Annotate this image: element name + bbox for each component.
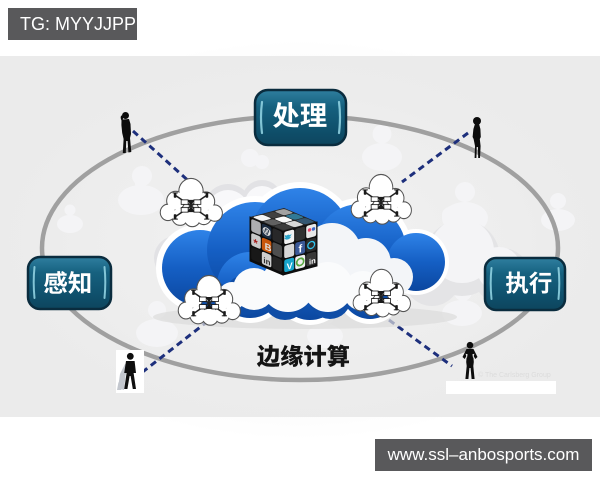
svg-text:f: f xyxy=(299,243,303,256)
svg-text:*: * xyxy=(253,237,258,251)
svg-text:B: B xyxy=(265,242,272,255)
svg-text:V: V xyxy=(287,260,294,272)
svg-text:in: in xyxy=(263,255,270,268)
svg-text:in: in xyxy=(309,256,316,267)
svg-text:© The Carlsberg Group: © The Carlsberg Group xyxy=(478,371,551,379)
svg-text:W: W xyxy=(264,226,271,237)
